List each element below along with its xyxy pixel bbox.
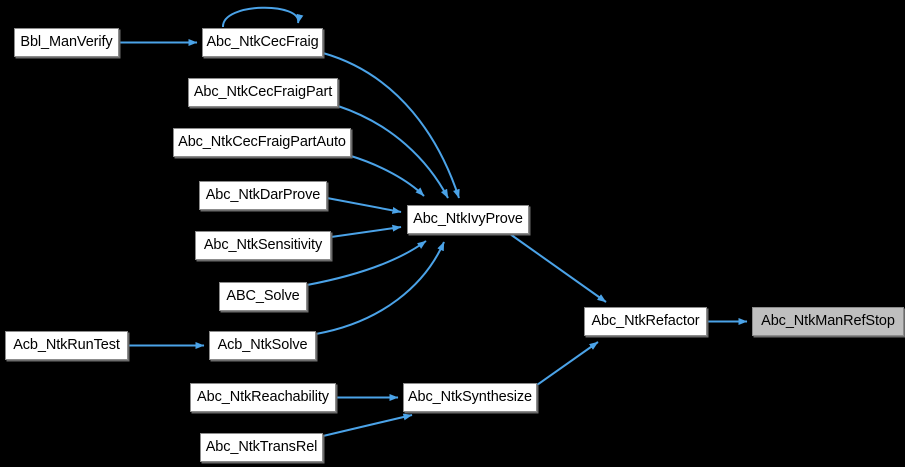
node-label: Abc_NtkCecFraigPartAuto <box>178 134 346 151</box>
node-label: Abc_NtkSensitivity <box>203 237 323 254</box>
node-abc-ntkcecfraigpartauto[interactable]: Abc_NtkCecFraigPartAuto <box>173 128 351 157</box>
edge-darprove-to-ivyprove <box>326 197 402 214</box>
node-label: Abc_NtkSynthesize <box>407 389 533 406</box>
node-label: Bbl_ManVerify <box>20 34 113 51</box>
node-label: Abc_NtkCecFraig <box>206 34 319 51</box>
node-abc-ntksensitivity[interactable]: Abc_NtkSensitivity <box>195 231 331 260</box>
node-label: Abc_NtkIvyProve <box>413 211 523 228</box>
edge-cecfraig-to-ivyprove <box>322 52 460 199</box>
node-abc-ntkmanrefstop[interactable]: Abc_NtkManRefStop <box>752 307 904 336</box>
node-abc-ntkcecfraigpart[interactable]: Abc_NtkCecFraigPart <box>188 78 338 107</box>
node-abc-ntkcecfraig[interactable]: Abc_NtkCecFraig <box>202 28 323 57</box>
node-bbl-manverify[interactable]: Bbl_ManVerify <box>14 28 119 57</box>
edge-abc-solve-to-ivyprove <box>306 240 427 286</box>
node-label: Abc_NtkReachability <box>197 389 329 406</box>
node-label: Abc_NtkCecFraigPart <box>193 84 333 101</box>
edge-ivyprove-to-refactor <box>509 233 607 303</box>
node-abc-solve[interactable]: ABC_Solve <box>219 282 307 311</box>
edge-cecfraig-self-loop <box>221 6 304 28</box>
node-acb-ntkruntest[interactable]: Acb_NtkRunTest <box>5 331 128 360</box>
edge-acbsolve-to-ivyprove <box>315 241 445 335</box>
node-abc-ntkdarprove[interactable]: Abc_NtkDarProve <box>199 181 327 210</box>
edge-synthesize-to-refactor <box>536 341 599 386</box>
node-abc-ntkreachability[interactable]: Abc_NtkReachability <box>190 383 336 412</box>
node-abc-ntkrefactor[interactable]: Abc_NtkRefactor <box>584 307 707 336</box>
node-acb-ntksolve[interactable]: Acb_NtkSolve <box>209 331 316 360</box>
node-label: Abc_NtkDarProve <box>205 187 321 204</box>
node-label: Abc_NtkManRefStop <box>761 313 895 330</box>
node-label: Abc_NtkRefactor <box>591 313 700 330</box>
node-label: Abc_NtkTransRel <box>205 439 318 456</box>
node-abc-ntksynthesize[interactable]: Abc_NtkSynthesize <box>403 383 537 412</box>
edge-cecfraigpart-to-ivyprove <box>337 105 449 199</box>
edge-cecfraigpartauto-to-ivyprove <box>350 155 425 197</box>
node-label: ABC_Solve <box>226 288 300 305</box>
node-abc-ntktransrel[interactable]: Abc_NtkTransRel <box>200 433 323 462</box>
edge-sensitivity-to-ivyprove <box>330 224 402 238</box>
node-abc-ntkivyprove[interactable]: Abc_NtkIvyProve <box>407 205 529 234</box>
edge-transrel-to-synthesize <box>322 413 413 437</box>
node-label: Acb_NtkSolve <box>217 337 308 354</box>
node-label: Acb_NtkRunTest <box>13 337 120 354</box>
